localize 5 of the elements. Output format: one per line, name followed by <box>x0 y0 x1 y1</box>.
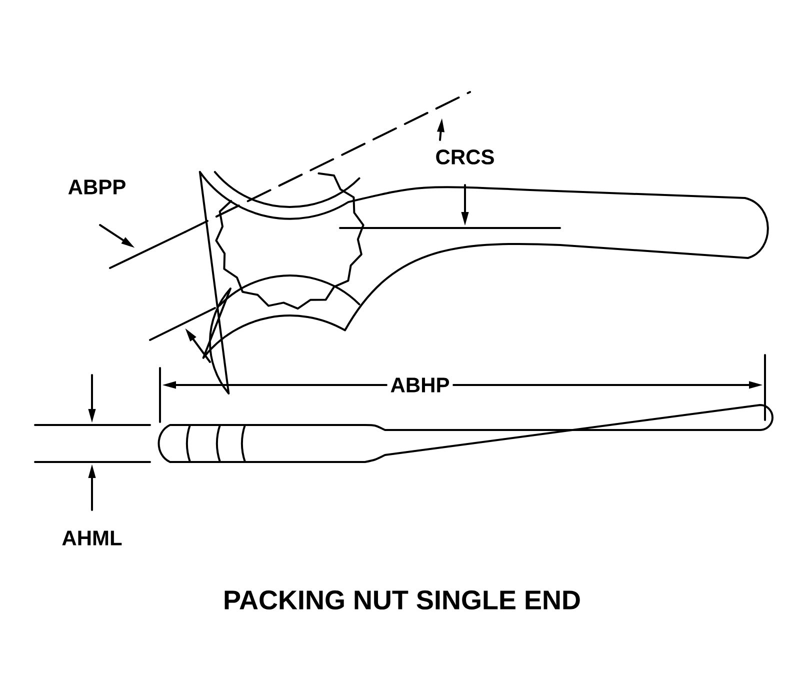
dimension-label: CRCS <box>432 146 498 168</box>
dimension-label: ABHP <box>387 374 453 396</box>
title: PACKING NUT SINGLE END <box>224 590 580 610</box>
dimension-label: AHML <box>58 528 126 548</box>
dimension-label: ABPP <box>64 176 130 198</box>
